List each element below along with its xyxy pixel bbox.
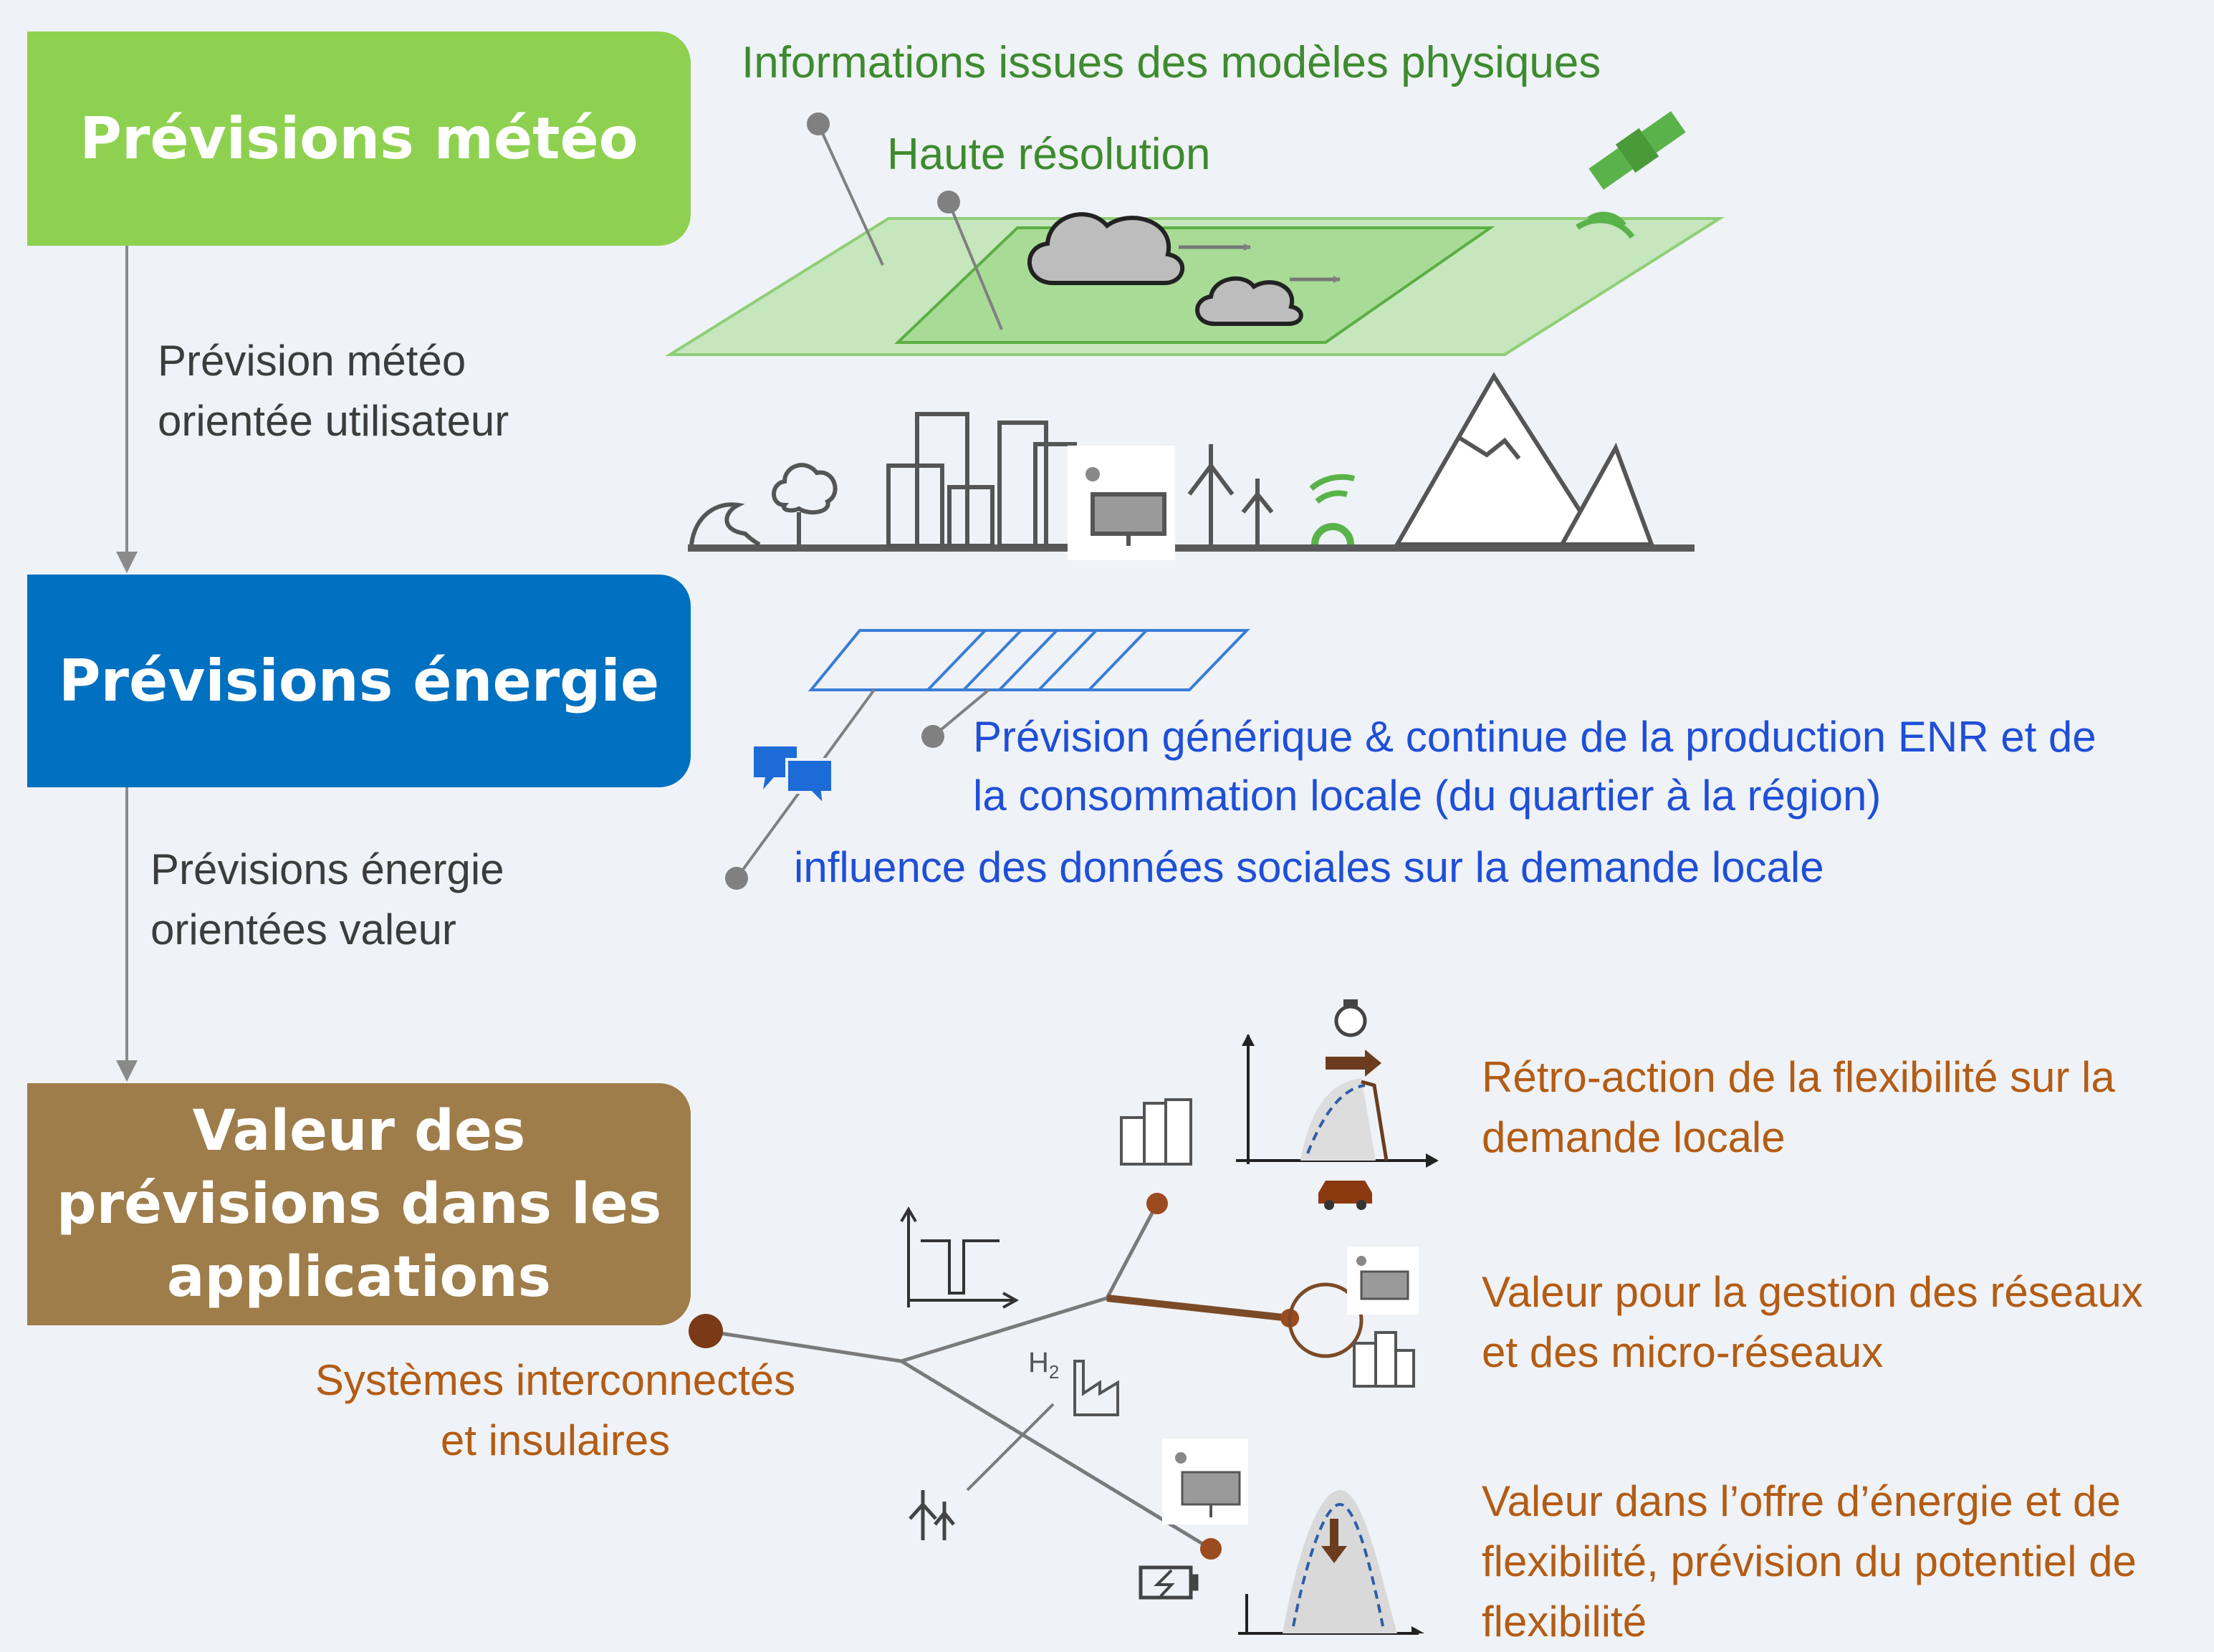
grid-line1: Valeur pour la gestion des réseaux xyxy=(1482,1268,2143,1316)
supply-chart-icon xyxy=(1238,1490,1424,1635)
generic-pointer xyxy=(921,688,990,748)
landscape-icons xyxy=(688,372,1695,560)
energie-title: Prévisions énergie xyxy=(58,648,660,714)
cloud-icon xyxy=(1027,212,1251,285)
offer-line1: Valeur dans l’offre d’énergie et de xyxy=(1482,1477,2121,1525)
battery-icon xyxy=(1139,1565,1199,1600)
generic-forecast-label: Prévision générique & continue de la pro… xyxy=(973,708,2096,825)
energy-grid-icon xyxy=(808,629,1250,691)
h2-subscript: 2 xyxy=(1048,1361,1060,1383)
meteo-box: Prévisions météo xyxy=(27,32,691,246)
retro-line1: Rétro-action de la flexibilité sur la xyxy=(1482,1053,2115,1101)
hires-pointer xyxy=(937,191,1003,330)
meteo-arrow-label-line2: orientée utilisateur xyxy=(158,397,509,445)
valeur-box: Valeur des prévisions dans les applicati… xyxy=(27,1083,691,1325)
meteo-arrow-label: Prévision météo orientée utilisateur xyxy=(158,331,509,451)
hires-label: Haute résolution xyxy=(887,130,1211,179)
wind-turbines-icon xyxy=(909,1490,955,1540)
grid-line2: et des micro-réseaux xyxy=(1482,1328,1884,1376)
systems-line1: Systèmes interconnectés xyxy=(315,1356,796,1404)
step-chart-icon xyxy=(900,1206,1020,1309)
retro-action-label: Rétro-action de la flexibilité sur la de… xyxy=(1482,1047,2115,1168)
solar-panel-icon xyxy=(1162,1439,1248,1524)
cloud-icon xyxy=(1195,276,1341,326)
solar-panel-icon xyxy=(1347,1247,1419,1315)
energie-arrow-label-line2: orientées valeur xyxy=(150,906,456,954)
h2-letter: H xyxy=(1028,1347,1049,1378)
meteo-title: Prévisions météo xyxy=(80,105,638,172)
social-data-label: influence des données sociales sur la de… xyxy=(794,843,1824,891)
flow-arrow-meteo-energie xyxy=(116,246,138,573)
energie-arrow-label: Prévisions énergie orientées valeur xyxy=(150,840,504,960)
models-label: Informations issues des modèles physique… xyxy=(742,38,1601,87)
satellite-icon xyxy=(1576,111,1686,239)
buildings-icon xyxy=(1353,1331,1415,1388)
chat-bubbles-icon xyxy=(754,746,834,810)
meteo-arrow-label-line1: Prévision météo xyxy=(158,337,466,385)
offer-line2: flexibilité, prévision du potentiel de xyxy=(1482,1537,2137,1585)
factory-icon xyxy=(1073,1360,1119,1416)
valeur-title: Valeur des prévisions dans les applicati… xyxy=(56,1099,662,1310)
offer-line3: flexibilité xyxy=(1482,1598,1647,1646)
systems-label: Systèmes interconnectés et insulaires xyxy=(290,1350,820,1471)
retro-line2: demande locale xyxy=(1482,1113,1786,1161)
flow-arrow-energie-valeur xyxy=(116,787,138,1082)
h2-label: H2 xyxy=(1028,1347,1059,1383)
grid-value-label: Valeur pour la gestion des réseaux et de… xyxy=(1482,1262,2143,1383)
flexibility-chart-icon xyxy=(1236,999,1439,1210)
generic-forecast-line1: Prévision générique & continue de la pro… xyxy=(973,713,2096,761)
model-pointer xyxy=(807,112,884,266)
energie-box: Prévisions énergie xyxy=(27,575,691,787)
systems-line2: et insulaires xyxy=(440,1416,671,1464)
application-network xyxy=(689,1193,1364,1560)
generic-forecast-line2: la consommation locale (du quartier à la… xyxy=(973,772,1882,820)
buildings-icon xyxy=(1120,1098,1192,1166)
energie-arrow-label-line1: Prévisions énergie xyxy=(150,845,504,893)
offer-value-label: Valeur dans l’offre d’énergie et de flex… xyxy=(1482,1471,2137,1652)
